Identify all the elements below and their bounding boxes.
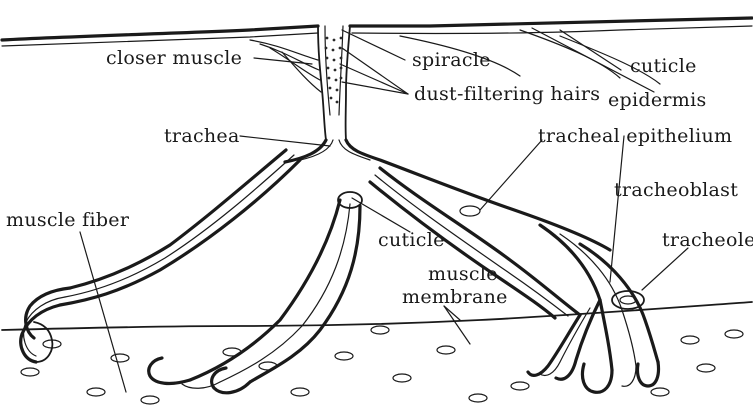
- label-dust-filtering-hairs: dust-filtering hairs: [414, 83, 600, 105]
- label-epidermis: epidermis: [608, 89, 707, 111]
- label-cuticle-mid: cuticle: [378, 229, 445, 251]
- label-muscle-membrane-line1: muscle: [428, 263, 498, 285]
- label-cuticle-top: cuticle: [630, 55, 697, 77]
- label-closer-muscle: closer muscle: [106, 47, 242, 69]
- label-trachea: trachea: [164, 125, 240, 147]
- label-tracheole: tracheole: [662, 229, 753, 251]
- closer-muscle-drawing: [250, 40, 321, 92]
- label-tracheal-epithelium: tracheal epithelium: [538, 125, 732, 147]
- label-spiracle: spiracle: [412, 49, 491, 71]
- label-muscle-fiber: muscle fiber: [6, 209, 130, 231]
- labels: closer muscle spiracle cuticle dust-filt…: [6, 47, 753, 308]
- label-tracheoblast: tracheoblast: [614, 179, 738, 201]
- label-muscle-membrane-line2: membrane: [402, 286, 508, 308]
